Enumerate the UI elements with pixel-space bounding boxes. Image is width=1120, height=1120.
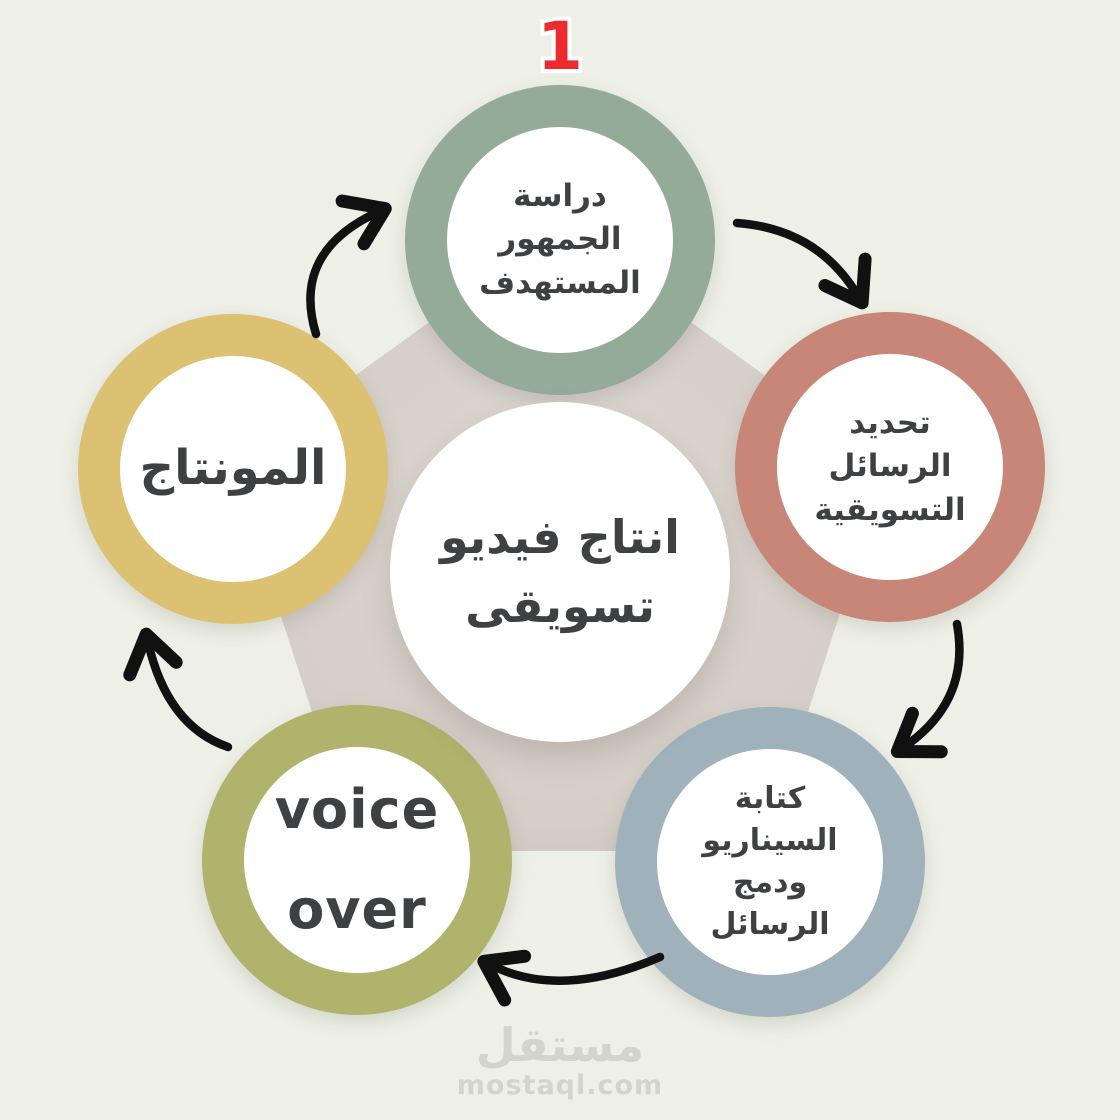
voice-over-inner: voice over — [244, 747, 470, 973]
center-title: انتاج فيديو تسويقى — [440, 510, 680, 633]
mostaql-logo: مستقل — [475, 1018, 645, 1072]
editing-montage-inner: المونتاج — [120, 356, 346, 582]
step-circle-script-writing: كتابة السيناريو ودمج الرسائل — [615, 707, 925, 1017]
arrow-voiceover-to-editing — [123, 627, 233, 752]
script-writing-label: كتابة السيناريو ودمج الرسائل — [702, 781, 838, 942]
script-writing-inner: كتابة السيناريو ودمج الرسائل — [657, 749, 883, 975]
arrow-editing-to-audience — [306, 194, 392, 339]
step-circle-marketing-messages: تحديد الرسائل التسويقية — [735, 312, 1045, 622]
audience-research-label: دراسة الجمهور المستهدف — [479, 177, 641, 301]
audience-research-inner: دراسة الجمهور المستهدف — [447, 127, 673, 353]
step-circle-editing-montage: المونتاج — [78, 314, 388, 624]
step-number-badge: 1 — [533, 4, 587, 89]
marketing-messages-label: تحديد الرسائل التسويقية — [814, 404, 966, 528]
marketing-messages-inner: تحديد الرسائل التسويقية — [777, 354, 1003, 580]
step-circle-voice-over: voice over — [202, 705, 512, 1015]
arrow-messages-to-script — [890, 619, 964, 759]
arrow-audience-to-messages — [732, 218, 872, 310]
step-circle-audience-research: دراسة الجمهور المستهدف — [405, 85, 715, 395]
watermark: مستقل mostaql.com — [0, 1022, 1120, 1101]
editing-montage-label: المونتاج — [139, 440, 327, 497]
voice-over-label: voice over — [274, 778, 440, 941]
arrow-script-to-voiceover — [477, 949, 665, 1007]
center-title-circle: انتاج فيديو تسويقى — [390, 402, 730, 742]
mostaql-url: mostaql.com — [456, 1070, 664, 1101]
